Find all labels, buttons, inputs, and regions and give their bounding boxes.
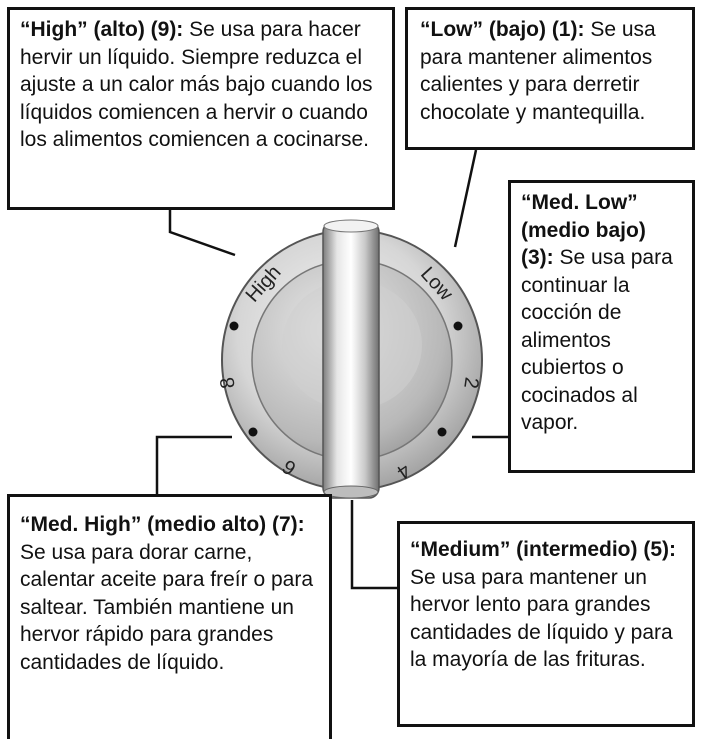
callout-medlow: “Med. Low” (medio bajo) (3): Se usa para… (508, 180, 695, 473)
knob-grip (322, 221, 380, 499)
callout-high: “High” (alto) (9): Se usa para hacer her… (7, 7, 395, 210)
connector-high (168, 210, 236, 257)
callout-medlow-heading: “Med. Low” (medio bajo) (3): (521, 191, 646, 269)
dial-label-8: 8 (216, 376, 239, 390)
callout-low: “Low” (bajo) (1): Se usa para mantener a… (405, 7, 695, 150)
dial-label-2: 2 (459, 376, 482, 390)
connector-medhigh (155, 435, 232, 494)
callout-low-heading: “Low” (bajo) (1): (420, 18, 585, 41)
callout-medium: “Medium” (intermedio) (5): Se usa para m… (397, 521, 695, 727)
callout-high-heading: “High” (alto) (9): (20, 18, 184, 41)
dial-dot (453, 321, 463, 331)
callout-medlow-text: Se usa para continuar la cocción de alim… (521, 246, 673, 434)
callout-low-text: Se usa para mantener alimentos calientes… (420, 18, 656, 124)
callout-medhigh-text: Se usa para dorar carne, calentar aceite… (20, 540, 313, 674)
callout-medhigh-heading: “Med. High” (medio alto) (7): (20, 513, 305, 536)
callout-high-text: Se usa para hacer hervir un líquido. Sie… (20, 18, 373, 151)
dial-dot (248, 427, 258, 437)
callout-medium-text: Se usa para mantener un hervor lento par… (410, 565, 673, 672)
connector-low (453, 149, 478, 248)
callout-medhigh: “Med. High” (medio alto) (7): Se usa par… (7, 494, 332, 739)
dial-dot (229, 321, 239, 331)
connector-medium (350, 500, 397, 590)
callout-medium-heading: “Medium” (intermedio) (5): (410, 538, 676, 561)
dial-dot (437, 427, 447, 437)
